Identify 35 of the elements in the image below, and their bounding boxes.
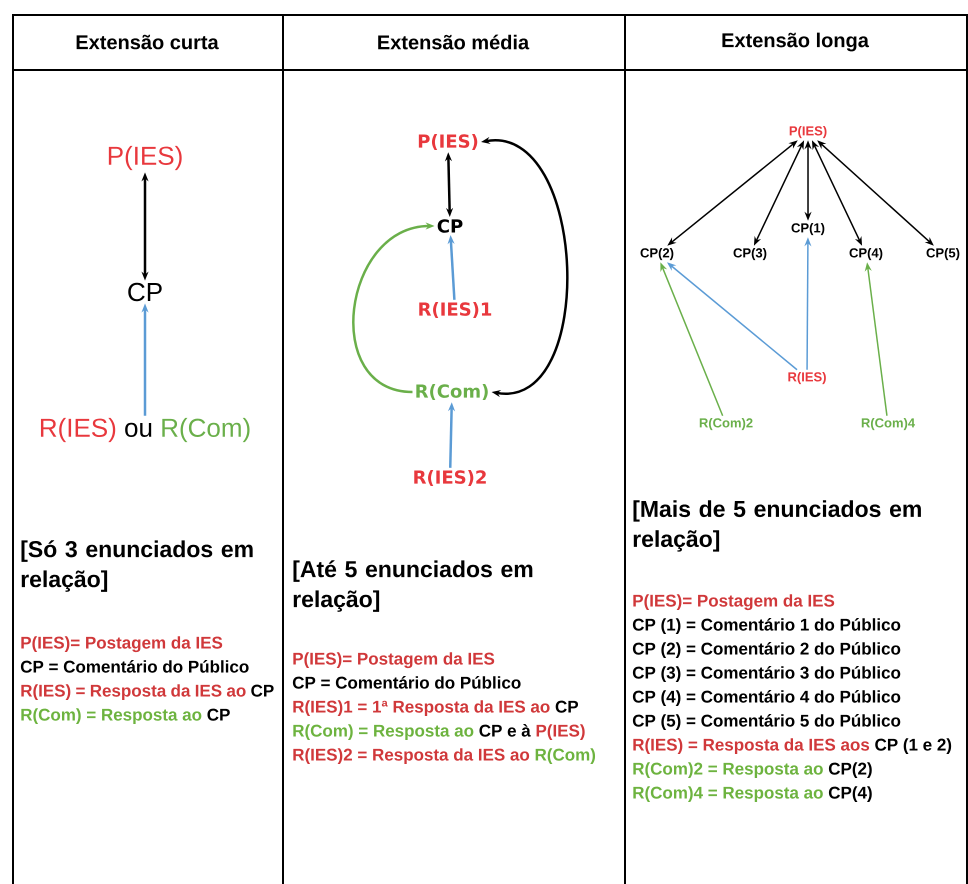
node-label: P(IES) xyxy=(108,146,182,170)
legend-entry: R(IES)1 = 1ª Resposta da IES ao CP xyxy=(293,700,578,716)
node-label: R(IES)1 xyxy=(419,302,492,318)
legend-entry: P(IES)= Postagem da IES xyxy=(293,652,494,668)
legend-entry: R(Com)4 = Resposta ao CP(4) xyxy=(633,786,872,802)
node-label: CP xyxy=(128,282,162,302)
legend-entry: P(IES)= Postagem da IES xyxy=(21,636,222,652)
node-label: R(Com)4 xyxy=(862,418,916,430)
legend-entry: CP (5) = Comentário 5 do Público xyxy=(632,714,900,730)
node-label: P(IES) xyxy=(790,126,826,138)
legend-entry: R(Com) = Resposta ao CP e à P(IES) xyxy=(293,724,585,740)
node-label: R(Com) xyxy=(416,384,488,400)
node-label: R(Com)2 xyxy=(700,418,753,430)
legend-entry: CP (3) = Comentário 3 do Público xyxy=(632,666,900,682)
legend-entry: CP = Comentário do Público xyxy=(20,660,249,673)
legend-entry: R(Com) = Resposta ao CP xyxy=(21,708,230,724)
node-label: CP(4) xyxy=(850,248,882,260)
node-label: CP xyxy=(438,219,462,233)
node-label: R(IES)2 xyxy=(414,470,486,486)
node-label: CP(1) xyxy=(792,222,824,236)
node-label: CP(3) xyxy=(734,248,766,260)
node-label: CP(5) xyxy=(926,248,960,260)
node-label: R(IES) ou R(Com) xyxy=(40,418,250,442)
legend-entry: CP = Comentário do Público xyxy=(292,676,521,689)
legend-entry: R(IES) = Resposta da IES ao CP xyxy=(21,684,274,700)
legend-entry: R(IES)2 = Resposta da IES ao R(Com) xyxy=(293,748,596,764)
legend-entry: CP (1) = Comentário 1 do Público xyxy=(632,618,900,634)
legend-entry: CP (4) = Comentário 4 do Público xyxy=(632,690,900,706)
node-label: P(IES) xyxy=(418,134,478,150)
legend-entry: R(Com)2 = Resposta ao CP(2) xyxy=(633,762,872,778)
legend-entry: CP (2) = Comentário 2 do Público xyxy=(632,642,900,658)
legend-entry: P(IES)= Postagem da IES xyxy=(633,594,834,610)
legend-entry: R(IES) = Resposta da IES aos CP (1 e 2) xyxy=(633,738,952,754)
node-label: CP(2) xyxy=(640,248,674,260)
node-label: R(IES) xyxy=(788,372,826,384)
